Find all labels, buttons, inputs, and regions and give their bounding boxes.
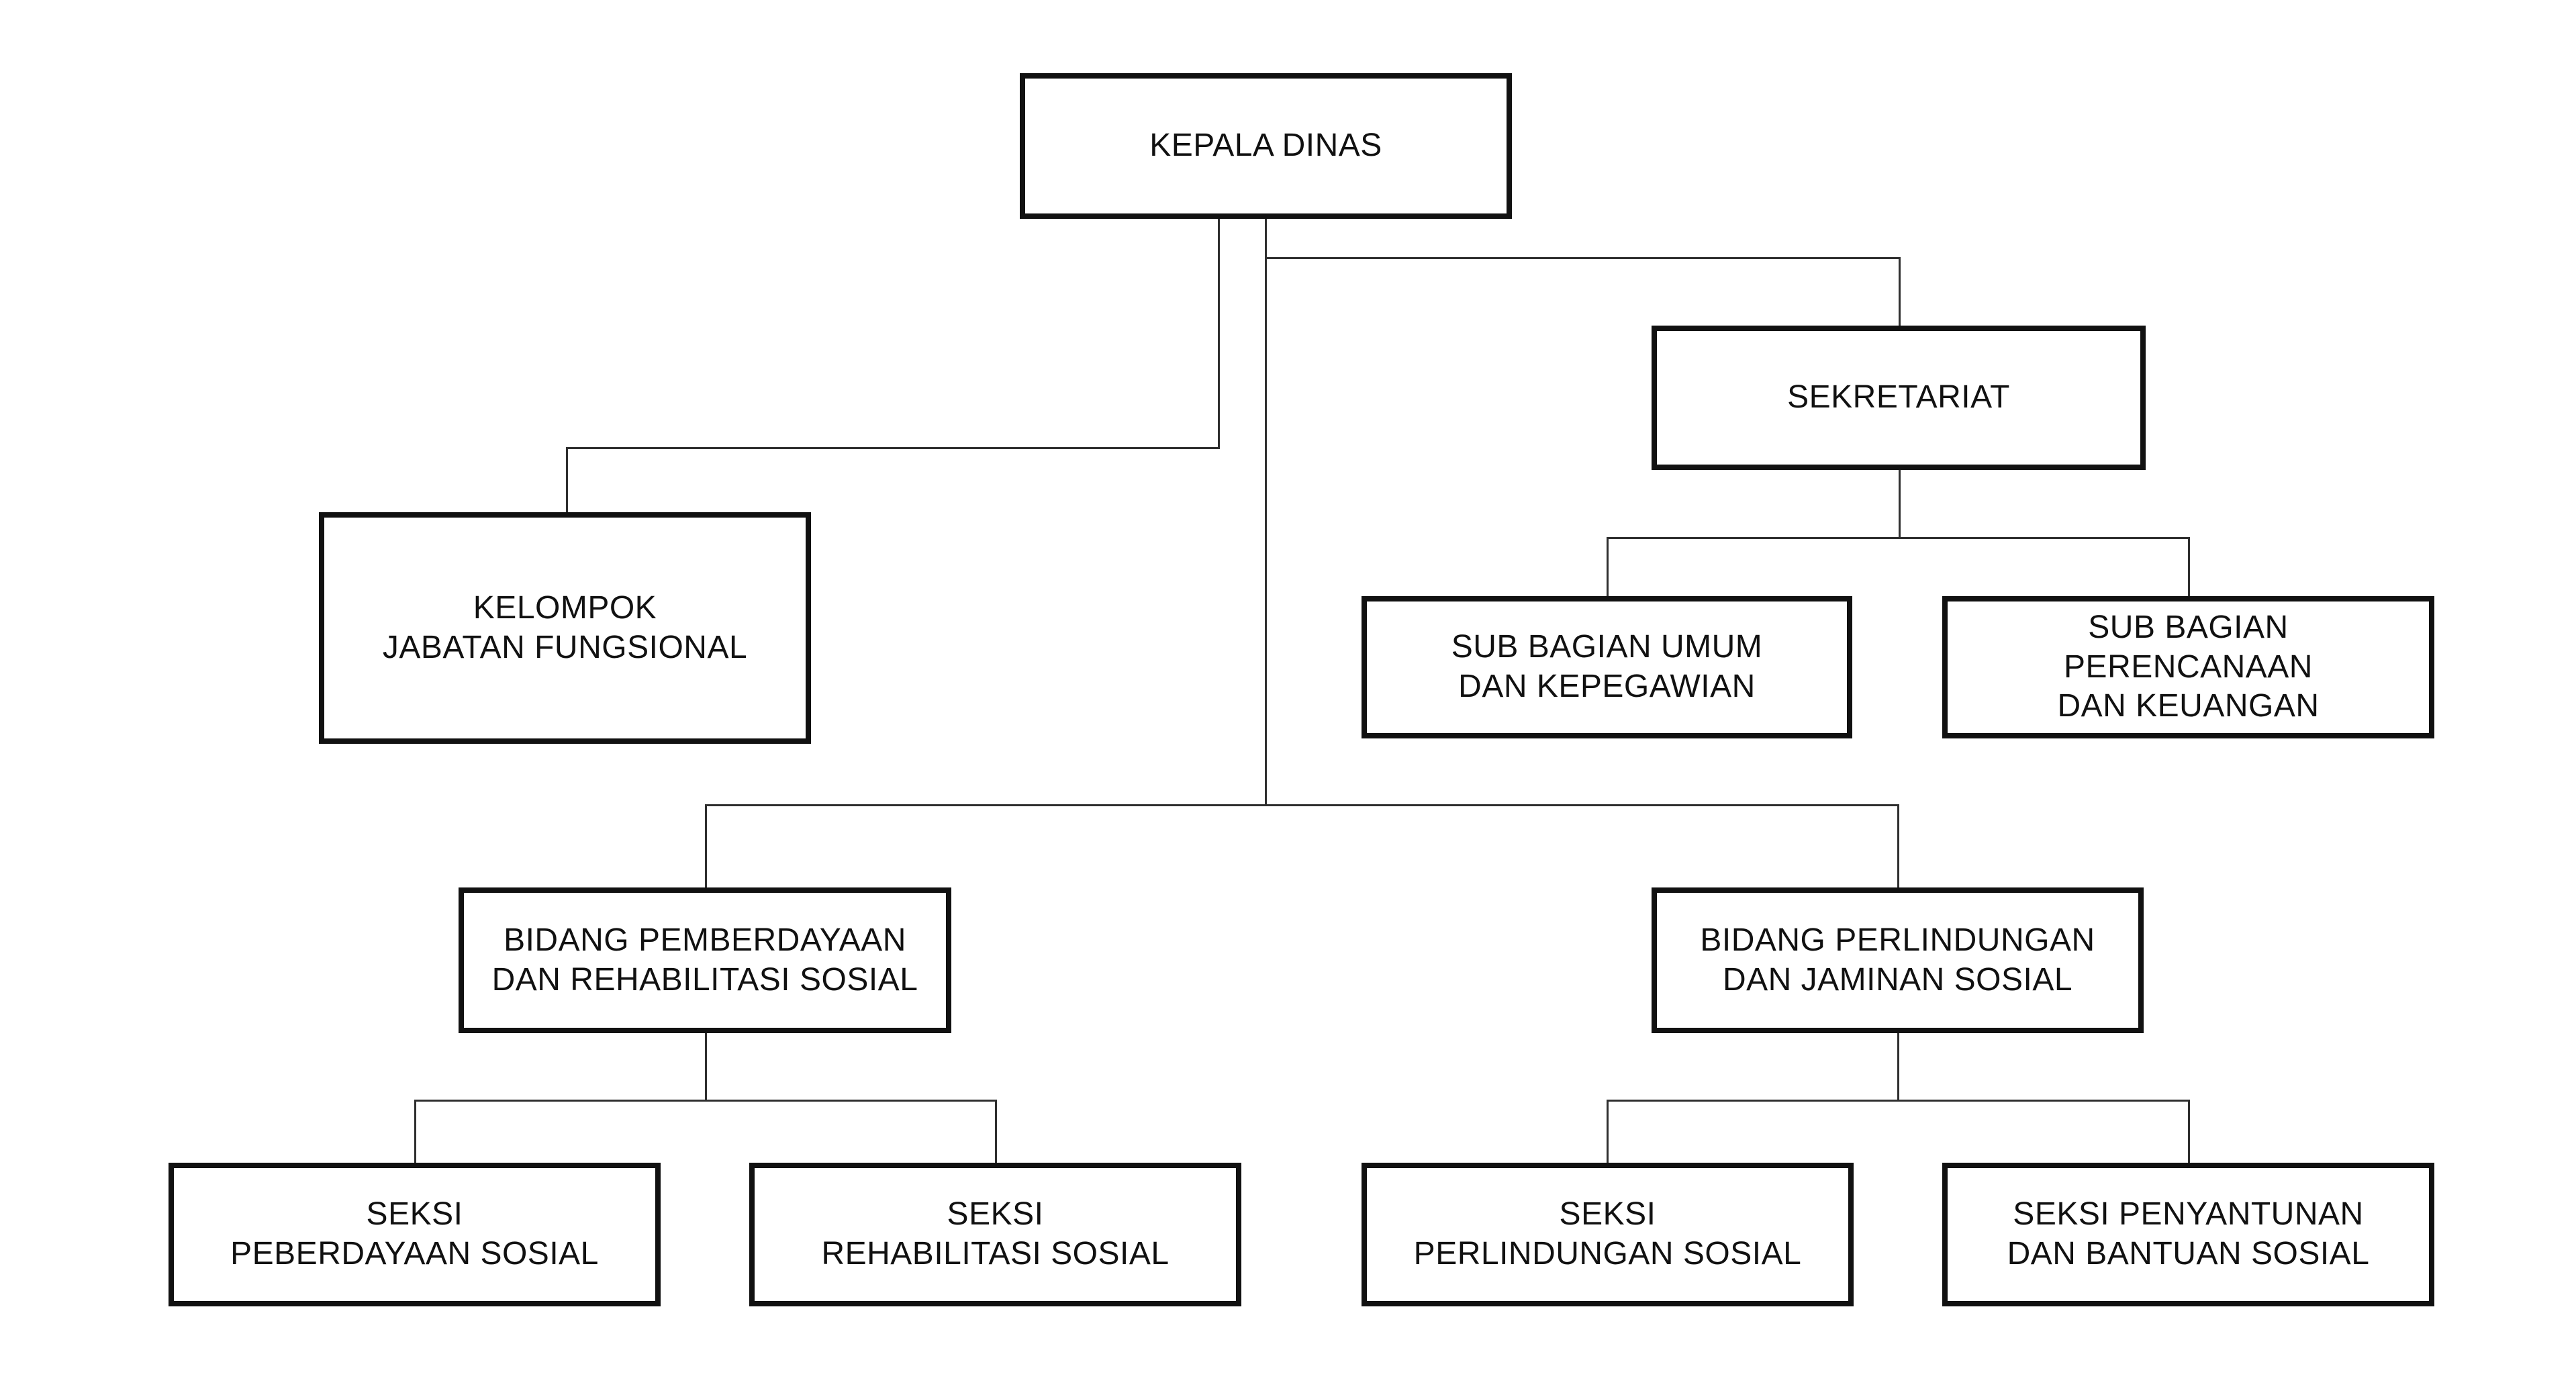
connector-main-stem (1265, 219, 1267, 806)
label-seksi-penyantunan-line-1: SEKSI PENYANTUNAN (2013, 1196, 2364, 1233)
label-sub-perencanaan-line-2: PERENCANAAN (2064, 648, 2313, 685)
label-bidang-pemberdayaan-line-1: BIDANG PEMBERDAYAAN (504, 922, 906, 958)
connector-pemberdayaan-stem (705, 1033, 707, 1100)
connector-sub-perencanaan-drop (2188, 537, 2190, 596)
connector-kelompok-horizontal (566, 447, 1220, 449)
connector-pemberdayaan-bar (414, 1100, 995, 1102)
node-seksi-perlindungan: SEKSI PERLINDUNGAN SOSIAL (1362, 1163, 1854, 1306)
label-kelompok-line-1: KELOMPOK (473, 589, 657, 626)
node-kepala-dinas: KEPALA DINAS (1020, 73, 1512, 219)
label-seksi-perlindungan-line-1: SEKSI (1559, 1196, 1656, 1233)
node-kelompok-jabatan-fungsional: KELOMPOK JABATAN FUNGSIONAL (319, 512, 811, 744)
connector-kelompok-drop-top (1218, 219, 1220, 449)
label-bidang-perlindungan-line-2: DAN JAMINAN SOSIAL (1722, 961, 2073, 998)
connector-bidang-perlindungan-drop (1897, 804, 1899, 887)
label-sekretariat-line-1: SEKRETARIAT (1787, 379, 2010, 416)
label-sub-umum-line-2: DAN KEPEGAWIAN (1458, 669, 1756, 704)
label-sub-umum-line-1: SUB BAGIAN UMUM (1451, 629, 1763, 665)
connector-perlindungan-stem (1897, 1033, 1899, 1100)
connector-perlindungan-bar (1607, 1100, 2188, 1102)
connector-seksi-rehabilitasi-drop (995, 1100, 997, 1163)
node-sekretariat: SEKRETARIAT (1652, 326, 2146, 470)
node-seksi-peberdayaan: SEKSI PEBERDAYAAN SOSIAL (169, 1163, 661, 1306)
connector-seksi-penyantunan-drop (2188, 1100, 2190, 1163)
connector-subbagian-bar (1607, 537, 2188, 539)
label-seksi-rehabilitasi-line-1: SEKSI (947, 1196, 1044, 1233)
connector-sub-umum-drop (1607, 537, 1609, 596)
connector-kelompok-drop-bottom (566, 447, 568, 512)
node-bidang-pemberdayaan: BIDANG PEMBERDAYAAN DAN REHABILITASI SOS… (459, 887, 951, 1033)
label-seksi-peberdayaan-line-2: PEBERDAYAAN SOSIAL (230, 1236, 599, 1271)
label-seksi-peberdayaan-line-1: SEKSI (366, 1196, 463, 1233)
node-seksi-penyantunan: SEKSI PENYANTUNAN DAN BANTUAN SOSIAL (1942, 1163, 2434, 1306)
node-sub-bagian-umum: SUB BAGIAN UMUM DAN KEPEGAWIAN (1362, 596, 1852, 738)
connector-bidang-pemberdayaan-drop (705, 804, 707, 887)
label-bidang-perlindungan-line-1: BIDANG PERLINDUNGAN (1700, 922, 2095, 958)
node-bidang-perlindungan: BIDANG PERLINDUNGAN DAN JAMINAN SOSIAL (1652, 887, 2144, 1033)
connector-seksi-perlindungan-drop (1607, 1100, 1609, 1163)
connector-seksi-peberdayaan-drop (414, 1100, 416, 1163)
connector-sekretariat-horizontal (1265, 257, 1899, 259)
label-seksi-perlindungan-line-2: PERLINDUNGAN SOSIAL (1413, 1236, 1802, 1271)
connector-bidang-bar (705, 804, 1897, 806)
node-sub-bagian-perencanaan: SUB BAGIAN PERENCANAAN DAN KEUANGAN (1942, 596, 2434, 738)
label-kelompok-line-2: JABATAN FUNGSIONAL (382, 629, 748, 665)
label-sub-perencanaan-line-3: DAN KEUANGAN (2057, 688, 2320, 724)
connector-sekretariat-drop (1899, 257, 1901, 326)
label-sub-perencanaan-line-1: SUB BAGIAN (2088, 610, 2289, 646)
label-kepala-dinas-line-1: KEPALA DINAS (1149, 128, 1382, 164)
label-seksi-rehabilitasi-line-2: REHABILITASI SOSIAL (821, 1236, 1170, 1271)
node-seksi-rehabilitasi: SEKSI REHABILITASI SOSIAL (749, 1163, 1241, 1306)
label-bidang-pemberdayaan-line-2: DAN REHABILITASI SOSIAL (491, 961, 918, 998)
label-seksi-penyantunan-line-2: DAN BANTUAN SOSIAL (2007, 1236, 2370, 1271)
connector-sekretariat-stem (1899, 470, 1901, 537)
